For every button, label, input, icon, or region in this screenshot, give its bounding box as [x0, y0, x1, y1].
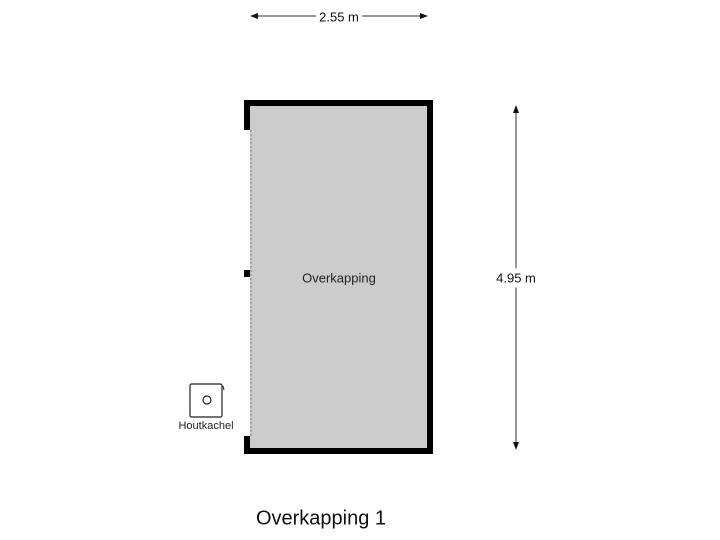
wall-right	[427, 100, 433, 454]
room-floor[interactable]	[250, 106, 427, 448]
plan-title: Overkapping 1	[255, 507, 387, 530]
room-name-label: Overkapping	[302, 270, 376, 286]
wall-left-lower	[244, 436, 250, 454]
height-dimension-label: 4.95 m	[496, 268, 536, 288]
walls	[244, 100, 433, 454]
wall-top	[244, 100, 433, 106]
wall-left-upper	[244, 100, 250, 130]
wall-bottom	[244, 448, 433, 454]
wood-stove-icon[interactable]	[189, 383, 225, 418]
wall-left-post	[244, 270, 250, 277]
stove-label: Houtkachel	[178, 420, 234, 432]
width-dimension-label: 2.55 m	[316, 9, 362, 25]
